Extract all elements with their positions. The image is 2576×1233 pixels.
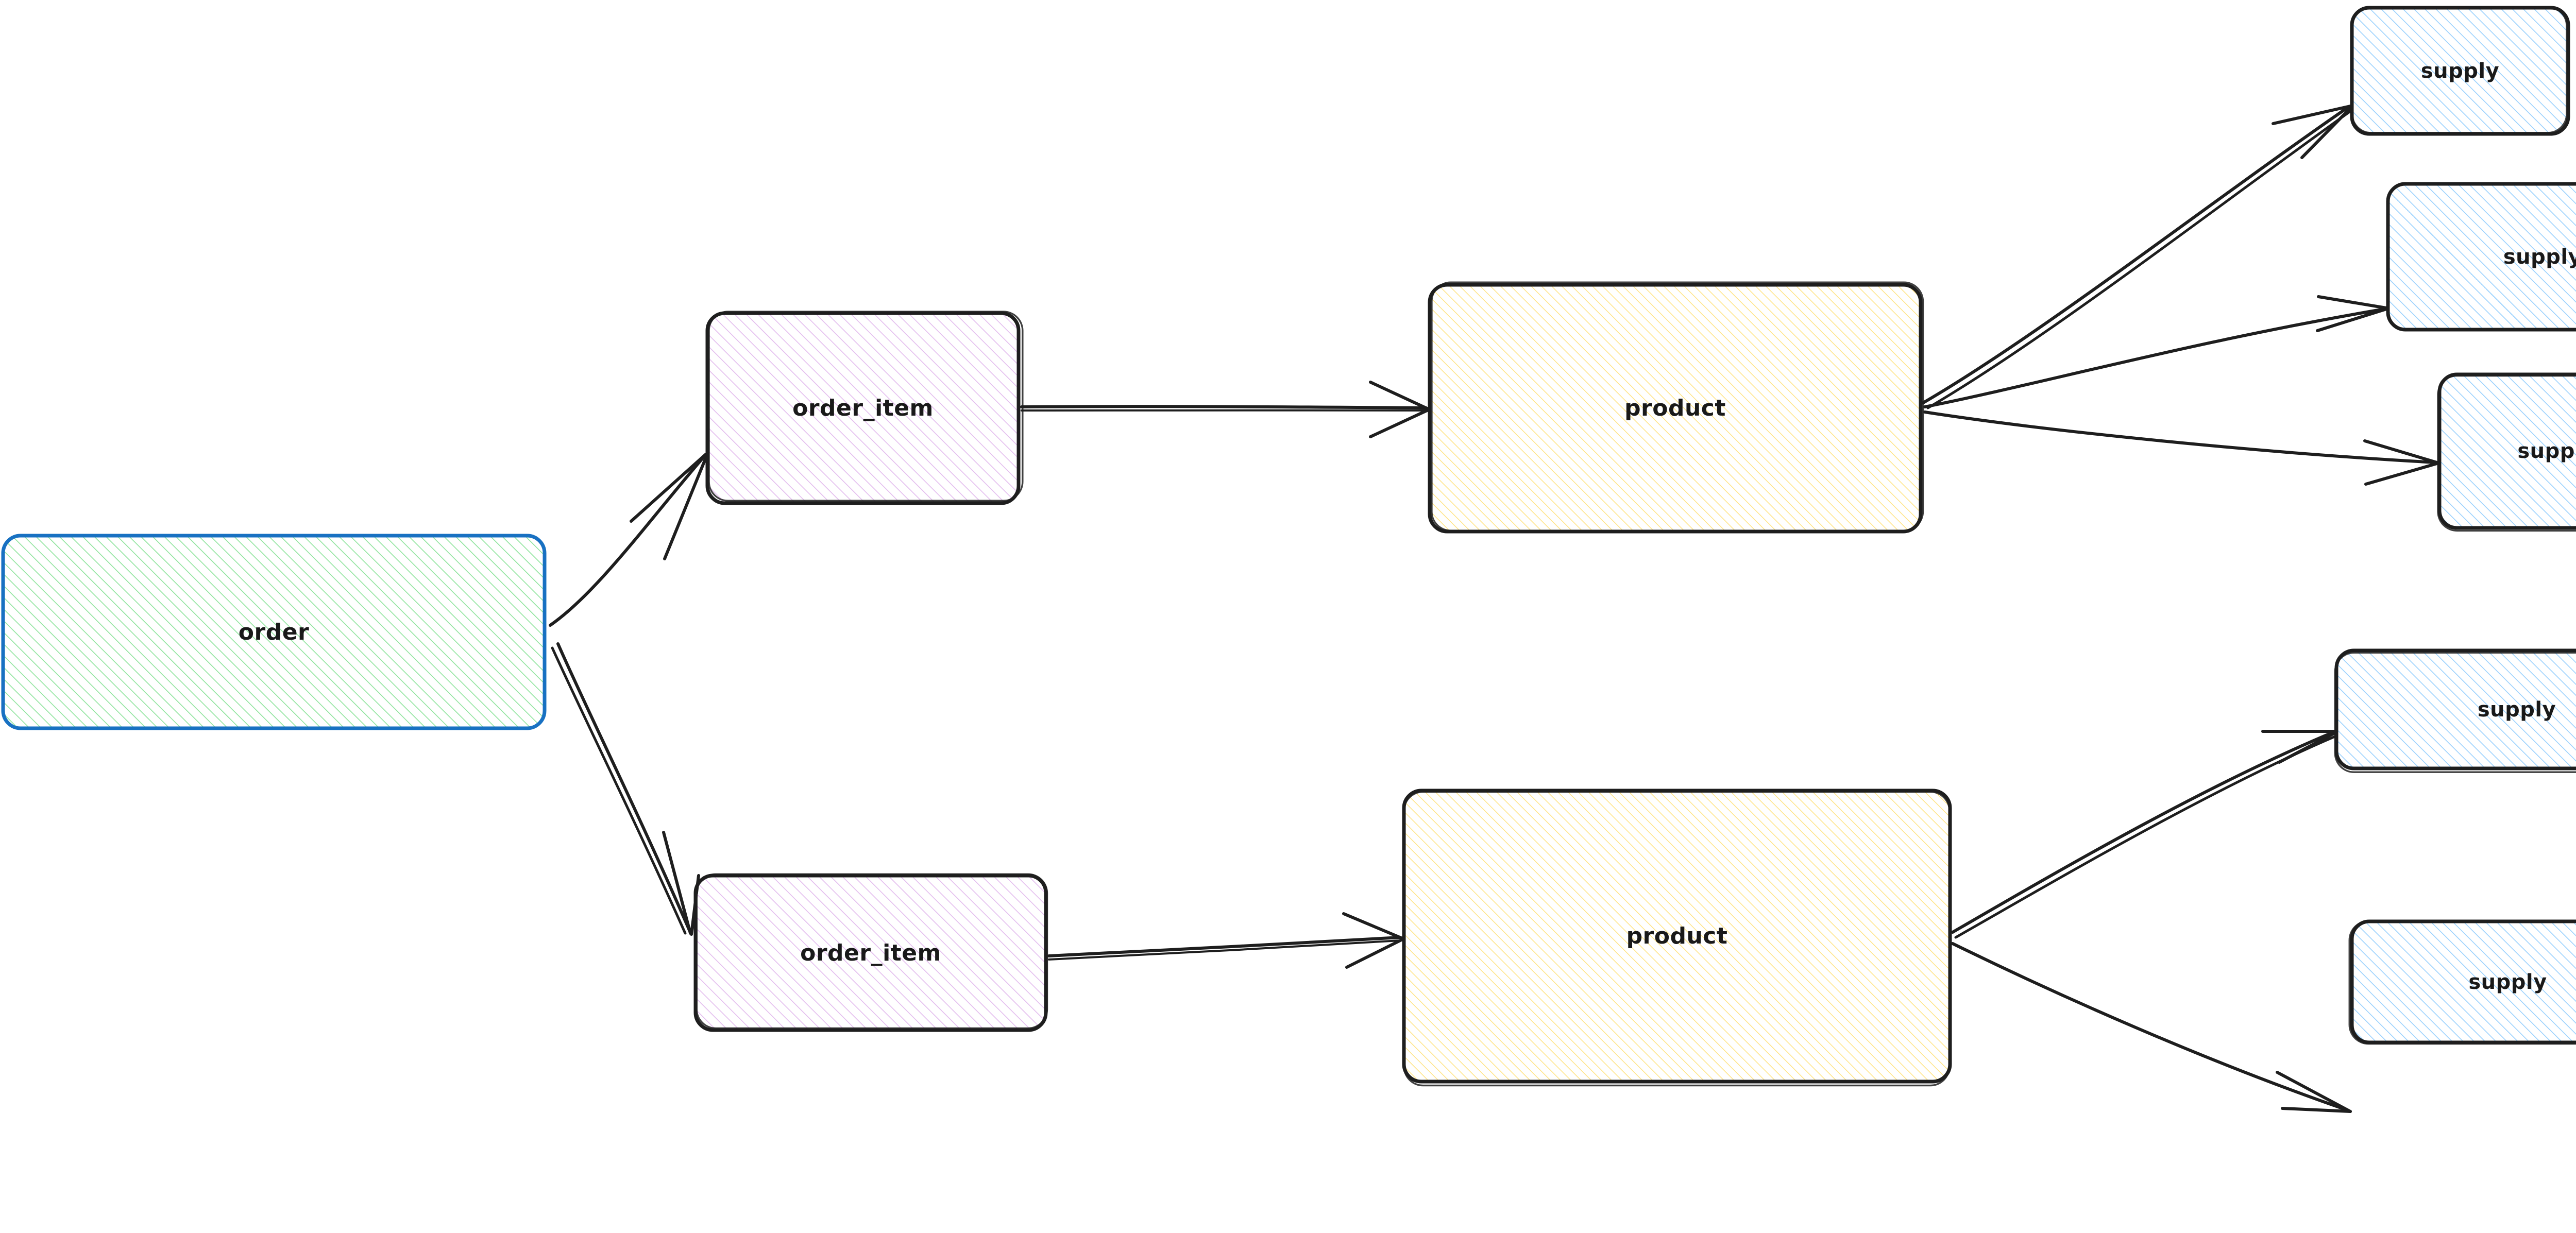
node-order_item_2[interactable] (693, 873, 1048, 1032)
node-supply_3[interactable] (2437, 372, 2576, 532)
edge-order-to-order-item-top (549, 453, 708, 627)
node-supply_2[interactable] (2386, 182, 2576, 332)
node-product_2[interactable] (1402, 789, 1952, 1087)
node-supply_5[interactable] (2348, 919, 2576, 1045)
node-order_item_1[interactable] (705, 311, 1024, 505)
edge-product-top-to-supply-1 (1922, 105, 2353, 409)
node-supply_1[interactable] (2350, 6, 2570, 136)
edge-order-item-top-to-product-top (1020, 381, 1430, 438)
node-order[interactable] (1, 534, 547, 730)
edge-product-top-to-supply-3 (1923, 410, 2438, 486)
node-product_1[interactable] (1428, 281, 1924, 534)
edge-order-to-order-item-bottom (551, 642, 700, 936)
edge-order-item-bottom-to-product-bottom (1047, 912, 1404, 969)
edge-product-top-to-supply-2 (1923, 295, 2388, 408)
edge-product-bottom-to-supply-4 (1951, 730, 2337, 939)
node-supply_4[interactable] (2334, 648, 2576, 773)
edge-product-bottom-to-supply-5 (1951, 942, 2352, 1113)
